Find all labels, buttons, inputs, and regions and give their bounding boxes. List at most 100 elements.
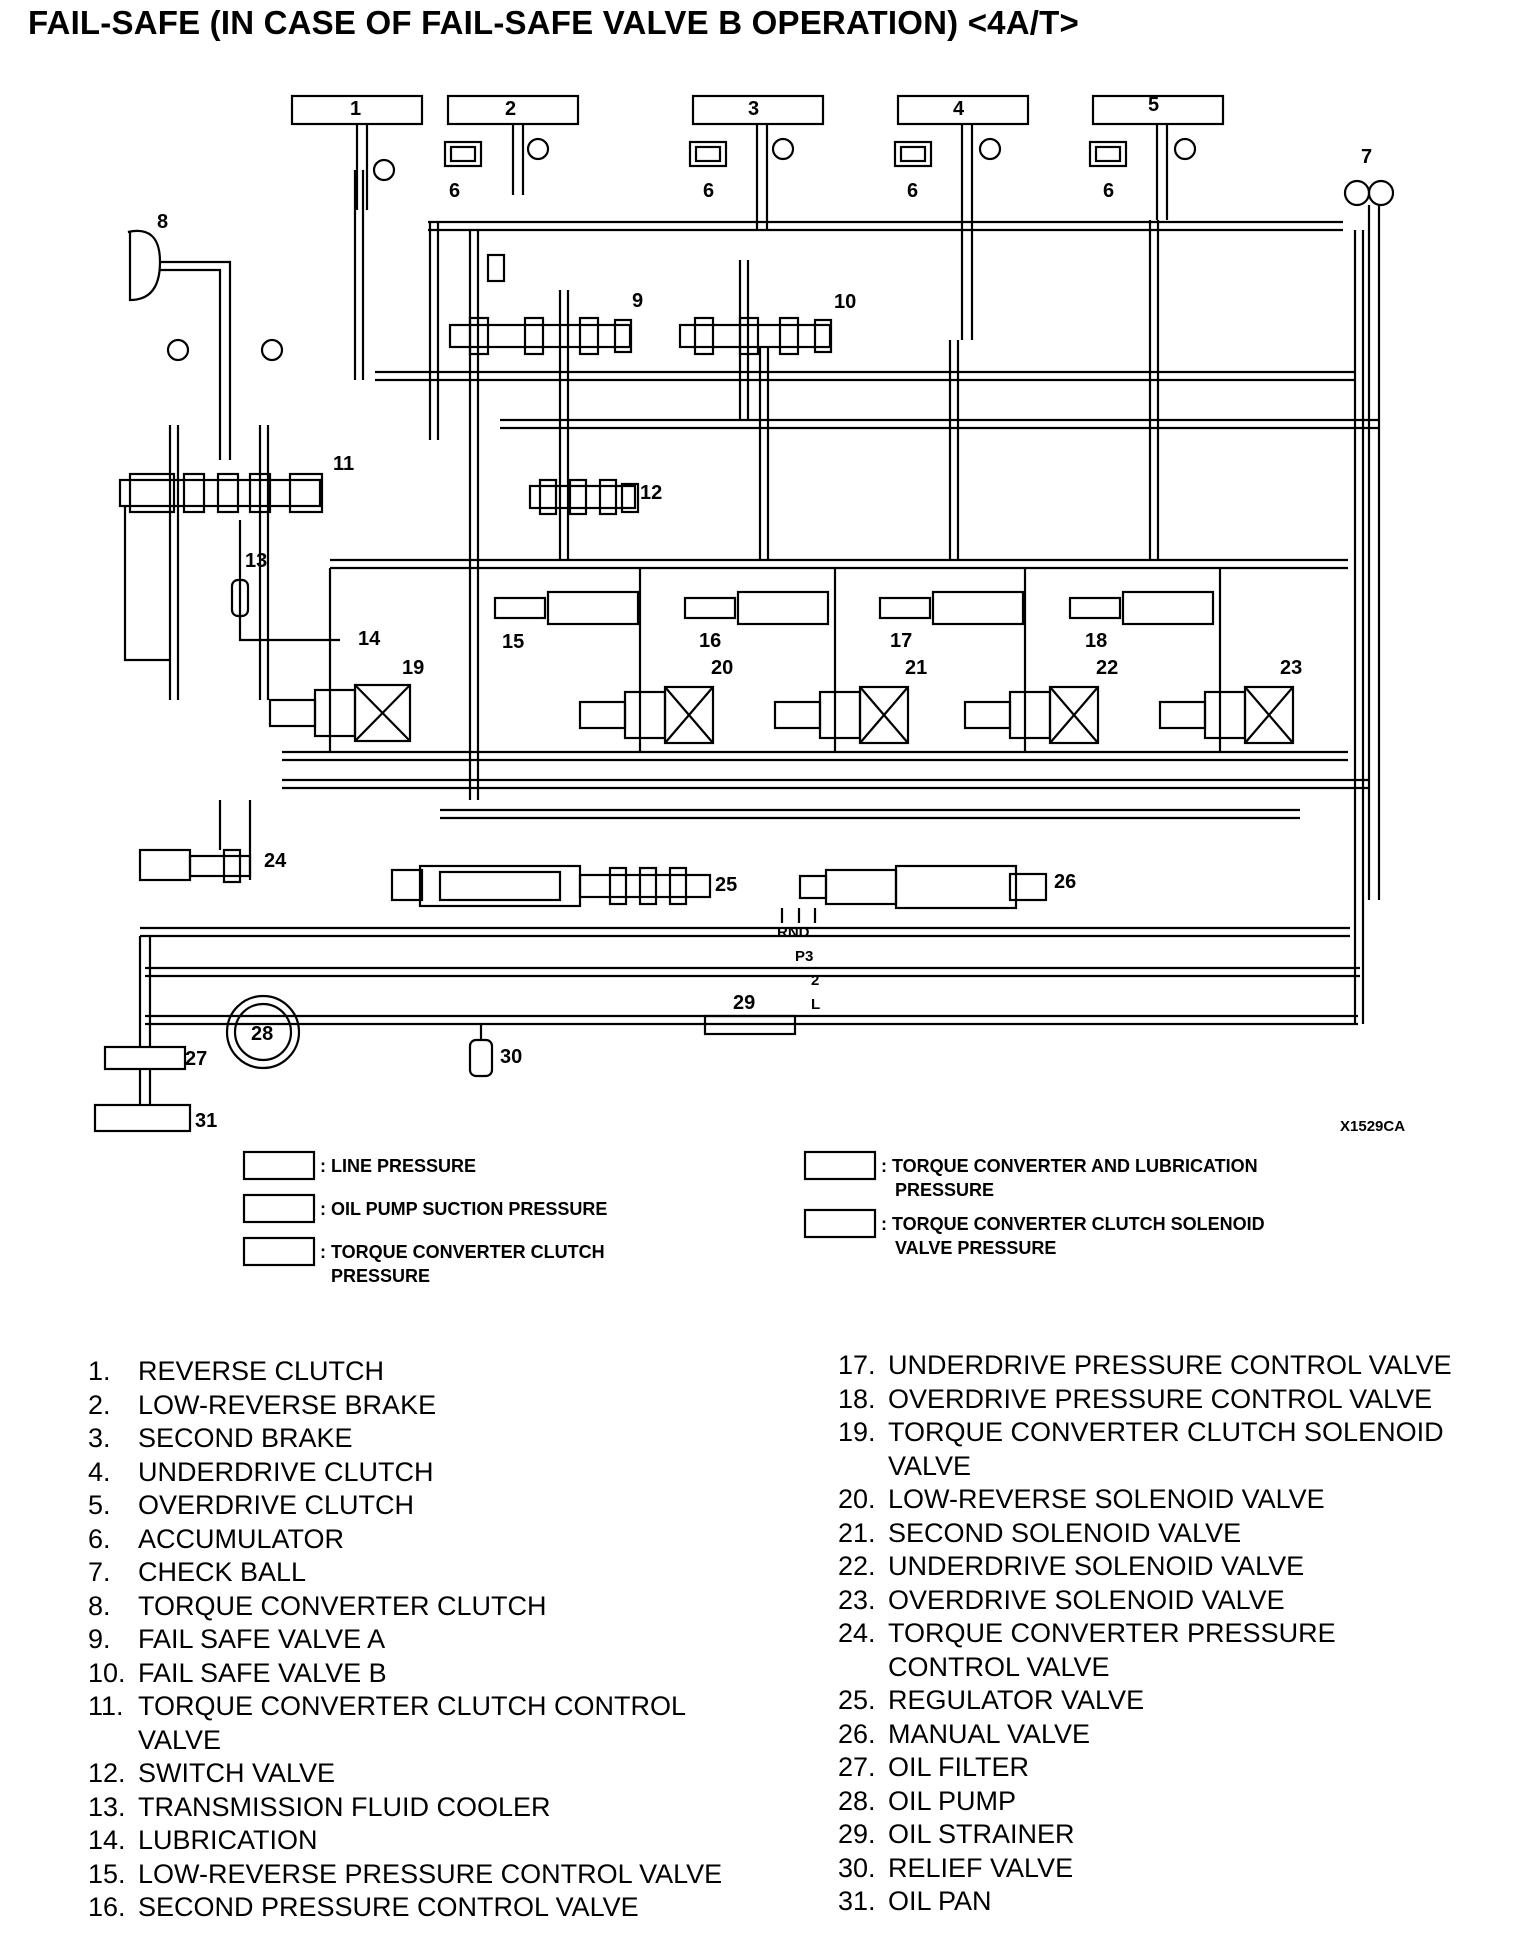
component-number: 6.	[88, 1523, 111, 1554]
callout-2: 2	[505, 98, 516, 120]
callout-16: 16	[699, 630, 721, 652]
legend-tcc-pressure-2: PRESSURE	[331, 1266, 430, 1286]
component-number: 8.	[88, 1590, 111, 1621]
component-name: SECOND PRESSURE CONTROL VALVE	[138, 1892, 639, 1922]
callout-17: 17	[890, 630, 912, 652]
component-list-item: 31. OIL PAN	[838, 1885, 1452, 1919]
switch-valve	[528, 478, 640, 516]
component-name: OIL PAN	[888, 1886, 992, 1916]
callout-28: 28	[251, 1023, 273, 1045]
component-list-item: 14.LUBRICATION	[88, 1824, 722, 1858]
component-number: 7.	[88, 1557, 111, 1587]
component-number: 12.	[88, 1758, 126, 1788]
component-name: TRANSMISSION FLUID COOLER	[138, 1791, 551, 1822]
component-list-item: 6.ACCUMULATOR	[88, 1523, 722, 1557]
component-name: LOW-REVERSE SOLENOID VALVE	[888, 1484, 1325, 1514]
legend-oil-pump-suction: : OIL PUMP SUCTION PRESSURE	[320, 1199, 607, 1219]
component-list-item: 5. OVERDRIVE CLUTCH	[88, 1489, 722, 1523]
component-number: 5.	[88, 1490, 111, 1520]
callout-9: 9	[632, 290, 643, 312]
component-number: 30.	[838, 1852, 876, 1883]
component-list-item: 22.UNDERDRIVE SOLENOID VALVE	[838, 1550, 1452, 1584]
component-number: 18.	[838, 1383, 876, 1414]
component-list-item: 8. TORQUE CONVERTER CLUTCH	[88, 1590, 722, 1624]
component-name: OVERDRIVE CLUTCH	[138, 1490, 415, 1520]
callout-11: 11	[333, 453, 354, 475]
shift-range-row3: 2	[811, 972, 819, 989]
callout-12: 12	[640, 482, 662, 504]
component-number: 20.	[838, 1484, 876, 1514]
component-number: 19.	[838, 1417, 876, 1447]
component-name: REVERSE CLUTCH	[138, 1356, 385, 1386]
component-name: REGULATOR VALVE	[888, 1685, 1145, 1715]
callout-15: 15	[502, 631, 524, 653]
accumulator-group	[443, 140, 1128, 168]
component-list-item: VALVE	[88, 1724, 722, 1758]
component-number: 31.	[838, 1886, 876, 1916]
component-list-item: 25. REGULATOR VALVE	[838, 1684, 1452, 1718]
component-list-item: 18.OVERDRIVE PRESSURE CONTROL VALVE	[838, 1383, 1452, 1417]
manual-valve	[798, 864, 1048, 910]
component-number: 25.	[838, 1685, 876, 1715]
component-list-item: 2.LOW-REVERSE BRAKE	[88, 1389, 722, 1423]
callout-6b: 6	[703, 180, 714, 202]
component-name: TORQUE CONVERTER PRESSURE	[888, 1618, 1336, 1648]
component-name: UNDERDRIVE CLUTCH	[138, 1456, 434, 1487]
component-name: OVERDRIVE SOLENOID VALVE	[888, 1584, 1285, 1615]
callout-6a: 6	[449, 180, 460, 202]
component-name: CHECK BALL	[138, 1557, 307, 1587]
component-list-item: 29.OIL STRAINER	[838, 1818, 1452, 1852]
legend-tc-lub-2: PRESSURE	[895, 1180, 994, 1200]
callout-5: 5	[1148, 94, 1159, 116]
component-list-item: VALVE	[838, 1450, 1452, 1484]
callout-14: 14	[358, 628, 381, 650]
legend-swatch-line-pressure	[242, 1150, 316, 1181]
component-name: MANUAL VALVE	[888, 1718, 1091, 1749]
figure-code: X1529CA	[1340, 1118, 1405, 1135]
component-number: 28.	[838, 1785, 876, 1816]
component-list-item: 3.SECOND BRAKE	[88, 1422, 722, 1456]
component-list-item: 11.TORQUE CONVERTER CLUTCH CONTROL	[88, 1690, 722, 1724]
component-list-item: 23.OVERDRIVE SOLENOID VALVE	[838, 1584, 1452, 1618]
component-name: OIL FILTER	[888, 1752, 1030, 1782]
legend-swatch-oil-pump-suction	[242, 1193, 316, 1224]
callout-22: 22	[1096, 657, 1118, 679]
component-number	[838, 1450, 888, 1484]
component-list-item: 19. TORQUE CONVERTER CLUTCH SOLENOID	[838, 1416, 1452, 1450]
component-list-item: 28. OIL PUMP	[838, 1785, 1452, 1819]
component-number: 4.	[88, 1456, 111, 1487]
component-list-item: 10.FAIL SAFE VALVE B	[88, 1657, 722, 1691]
component-number: 26.	[838, 1718, 876, 1749]
component-number: 29.	[838, 1819, 876, 1849]
component-name: VALVE	[888, 1450, 972, 1481]
component-list-item: CONTROL VALVE	[838, 1651, 1452, 1685]
component-name: SECOND SOLENOID VALVE	[888, 1517, 1242, 1548]
component-number	[88, 1724, 138, 1758]
legend-tcc-sol-2: VALVE PRESSURE	[895, 1238, 1056, 1258]
legend-tcc-sol-1: : TORQUE CONVERTER CLUTCH SOLENOID	[881, 1214, 1265, 1234]
component-list-item: 30. RELIEF VALVE	[838, 1852, 1452, 1886]
hydraulic-circuit-diagram: 1 2 3 4 5 6 6 6 6 7 8 9 10 11 12 13 14 1…	[93, 94, 1405, 1286]
component-list-item: 17.UNDERDRIVE PRESSURE CONTROL VALVE	[838, 1349, 1452, 1383]
legend-swatch-tcc-solenoid	[803, 1208, 877, 1239]
component-name: OIL PUMP	[888, 1785, 1017, 1816]
component-list-item: 4. UNDERDRIVE CLUTCH	[88, 1456, 722, 1490]
component-name: TORQUE CONVERTER CLUTCH SOLENOID	[888, 1417, 1444, 1447]
component-number: 17.	[838, 1350, 876, 1380]
callout-18: 18	[1085, 630, 1107, 652]
component-number: 2.	[88, 1389, 111, 1420]
solenoid-valves	[268, 683, 1295, 745]
component-list-item: 16.SECOND PRESSURE CONTROL VALVE	[88, 1891, 722, 1925]
component-name: SECOND BRAKE	[138, 1423, 353, 1453]
callout-6c: 6	[907, 180, 918, 202]
legend-swatch-tc-lub	[803, 1150, 877, 1181]
callout-10: 10	[834, 291, 856, 313]
component-list-item: 12.SWITCH VALVE	[88, 1757, 722, 1791]
component-list-item: 21. SECOND SOLENOID VALVE	[838, 1517, 1452, 1551]
component-number: 15.	[88, 1858, 126, 1889]
component-name: TORQUE CONVERTER CLUTCH	[138, 1590, 547, 1621]
shift-range-row4: L	[811, 996, 820, 1013]
component-name: RELIEF VALVE	[888, 1852, 1074, 1883]
component-number: 21.	[838, 1517, 876, 1548]
callout-8: 8	[157, 211, 168, 233]
